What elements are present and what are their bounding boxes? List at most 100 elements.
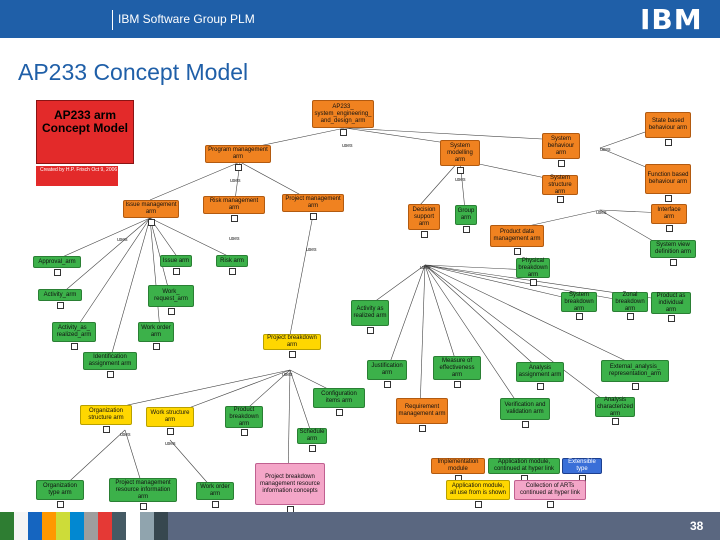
diagram-node-issue[interactable]: Issue arm: [160, 255, 192, 267]
diagram-node-analchar[interactable]: Analysis characterized arm: [595, 397, 635, 417]
diagram-node-sysstruct[interactable]: System structure arm: [542, 175, 578, 195]
diagram-node-orgtype[interactable]: Organization type arm: [36, 480, 84, 500]
node-link-icon[interactable]: [103, 426, 110, 433]
node-link-icon[interactable]: [310, 213, 317, 220]
diagram-node-sysmod[interactable]: System modelling arm: [440, 140, 480, 166]
node-link-icon[interactable]: [336, 409, 343, 416]
diagram-node-appmod2[interactable]: Application module, all use from is show…: [446, 480, 510, 500]
node-link-icon[interactable]: [537, 383, 544, 390]
node-label: Activity_arm: [43, 291, 77, 298]
diagram-node-appmod[interactable]: Application module, continued at hyper l…: [488, 458, 560, 474]
node-link-icon[interactable]: [666, 225, 673, 232]
diagram-node-external[interactable]: External_analysis_ representation_arm: [601, 360, 669, 382]
node-link-icon[interactable]: [309, 445, 316, 452]
diagram-node-pm[interactable]: Program management arm: [205, 145, 271, 163]
edge-label: uses: [596, 210, 607, 216]
node-link-icon[interactable]: [167, 428, 174, 435]
diagram-node-issuemgmt[interactable]: Issue management arm: [123, 200, 179, 218]
node-link-icon[interactable]: [235, 164, 242, 171]
diagram-node-prodind[interactable]: Product as individual arm: [651, 292, 691, 314]
node-link-icon[interactable]: [558, 160, 565, 167]
node-link-icon[interactable]: [384, 381, 391, 388]
diagram-node-decision[interactable]: Decision support arm: [408, 204, 440, 230]
diagram-node-measure[interactable]: Measure of effectiveness arm: [433, 356, 481, 380]
node-link-icon[interactable]: [514, 248, 521, 255]
diagram-node-justif[interactable]: Justification arm: [367, 360, 407, 380]
node-link-icon[interactable]: [421, 231, 428, 238]
diagram-node-prodbreak[interactable]: Product breakdown arm: [225, 406, 263, 428]
diagram-node-projmgmt[interactable]: Project management arm: [282, 194, 344, 212]
diagram-node-risk[interactable]: Risk arm: [216, 255, 248, 267]
node-link-icon[interactable]: [340, 129, 347, 136]
diagram-node-analysis[interactable]: Analysis assignment arm: [516, 362, 564, 382]
node-link-icon[interactable]: [557, 196, 564, 203]
node-link-icon[interactable]: [140, 503, 147, 510]
node-link-icon[interactable]: [107, 371, 114, 378]
node-link-icon[interactable]: [289, 351, 296, 358]
diagram-node-workord2[interactable]: Work order arm: [196, 482, 234, 500]
node-link-icon[interactable]: [168, 308, 175, 315]
diagram-node-actas[interactable]: Activity_as_ realized_arm: [52, 322, 96, 342]
diagram-node-schedule[interactable]: Schedule arm: [297, 428, 327, 444]
node-link-icon[interactable]: [419, 425, 426, 432]
node-link-icon[interactable]: [212, 501, 219, 508]
diagram-node-state[interactable]: State based behaviour arm: [645, 112, 691, 138]
node-link-icon[interactable]: [173, 268, 180, 275]
node-link-icon[interactable]: [665, 195, 672, 202]
diagram-node-pdm[interactable]: Product data management arm: [490, 225, 544, 247]
node-link-icon[interactable]: [547, 501, 554, 508]
diagram-node-orgstruct[interactable]: Organization structure arm: [80, 405, 132, 425]
diagram-node-collect[interactable]: Collection of ARTs continued at hyper li…: [514, 480, 586, 500]
diagram-node-verif[interactable]: Verification and validation arm: [500, 398, 550, 420]
node-label: Zonal breakdown arm: [615, 291, 645, 312]
node-link-icon[interactable]: [665, 139, 672, 146]
diagram-node-activity[interactable]: Activity_arm: [38, 289, 82, 301]
node-link-icon[interactable]: [627, 313, 634, 320]
node-link-icon[interactable]: [153, 343, 160, 350]
node-link-icon[interactable]: [612, 418, 619, 425]
node-link-icon[interactable]: [54, 269, 61, 276]
node-link-icon[interactable]: [57, 302, 64, 309]
node-link-icon[interactable]: [231, 215, 238, 222]
node-link-icon[interactable]: [670, 259, 677, 266]
diagram-node-root[interactable]: AP233_ system_engineering_ and_design_ar…: [312, 100, 374, 128]
diagram-node-sysbreak[interactable]: System breakdown arm: [561, 292, 597, 312]
diagram-node-workorder[interactable]: Work order arm: [138, 322, 174, 342]
diagram-node-zonal[interactable]: Zonal breakdown arm: [612, 292, 648, 312]
header-bar: IBM Software Group PLM IBM: [0, 0, 720, 38]
diagram-node-workreq[interactable]: Work_ request_arm: [148, 285, 194, 307]
diagram-node-workstruct[interactable]: Work structure arm: [146, 407, 194, 427]
diagram-node-projres[interactable]: Project management resource information …: [109, 478, 177, 502]
diagram-node-ext[interactable]: Extensible type: [562, 458, 602, 474]
node-link-icon[interactable]: [241, 429, 248, 436]
diagram-node-ident[interactable]: Identification assignment arm: [83, 352, 137, 370]
node-link-icon[interactable]: [668, 315, 675, 322]
node-link-icon[interactable]: [229, 268, 236, 275]
node-link-icon[interactable]: [463, 226, 470, 233]
diagram-node-interface[interactable]: Interface arm: [651, 204, 687, 224]
diagram-node-physical[interactable]: Physical breakdown arm: [516, 258, 550, 278]
node-link-icon[interactable]: [367, 327, 374, 334]
diagram-node-impl[interactable]: Implementation module: [431, 458, 485, 474]
node-link-icon[interactable]: [148, 219, 155, 226]
node-link-icon[interactable]: [57, 501, 64, 508]
node-link-icon[interactable]: [530, 279, 537, 286]
diagram-node-riskmgmt[interactable]: Risk management arm: [203, 196, 265, 214]
node-link-icon[interactable]: [71, 343, 78, 350]
node-link-icon[interactable]: [454, 381, 461, 388]
diagram-node-sysbeh[interactable]: System behaviour arm: [542, 133, 580, 159]
diagram-node-reqmgmt[interactable]: Requirement management arm: [396, 398, 448, 424]
node-link-icon[interactable]: [576, 313, 583, 320]
node-link-icon[interactable]: [457, 167, 464, 174]
diagram-node-projbreak[interactable]: Project breakdown arm: [263, 334, 321, 350]
node-link-icon[interactable]: [522, 421, 529, 428]
diagram-node-group[interactable]: Group arm: [455, 205, 477, 225]
node-link-icon[interactable]: [632, 383, 639, 390]
diagram-node-config[interactable]: Configuration items arm: [313, 388, 365, 408]
diagram-node-func[interactable]: Function based behaviour arm: [645, 164, 691, 194]
diagram-node-sysview[interactable]: System view definition arm: [650, 240, 696, 258]
node-link-icon[interactable]: [475, 501, 482, 508]
diagram-node-approval[interactable]: Approval_arm: [33, 256, 81, 268]
diagram-node-actreal[interactable]: Activity as realized arm: [351, 300, 389, 326]
diagram-node-pbmri[interactable]: Project breakdown management resource in…: [255, 463, 325, 505]
